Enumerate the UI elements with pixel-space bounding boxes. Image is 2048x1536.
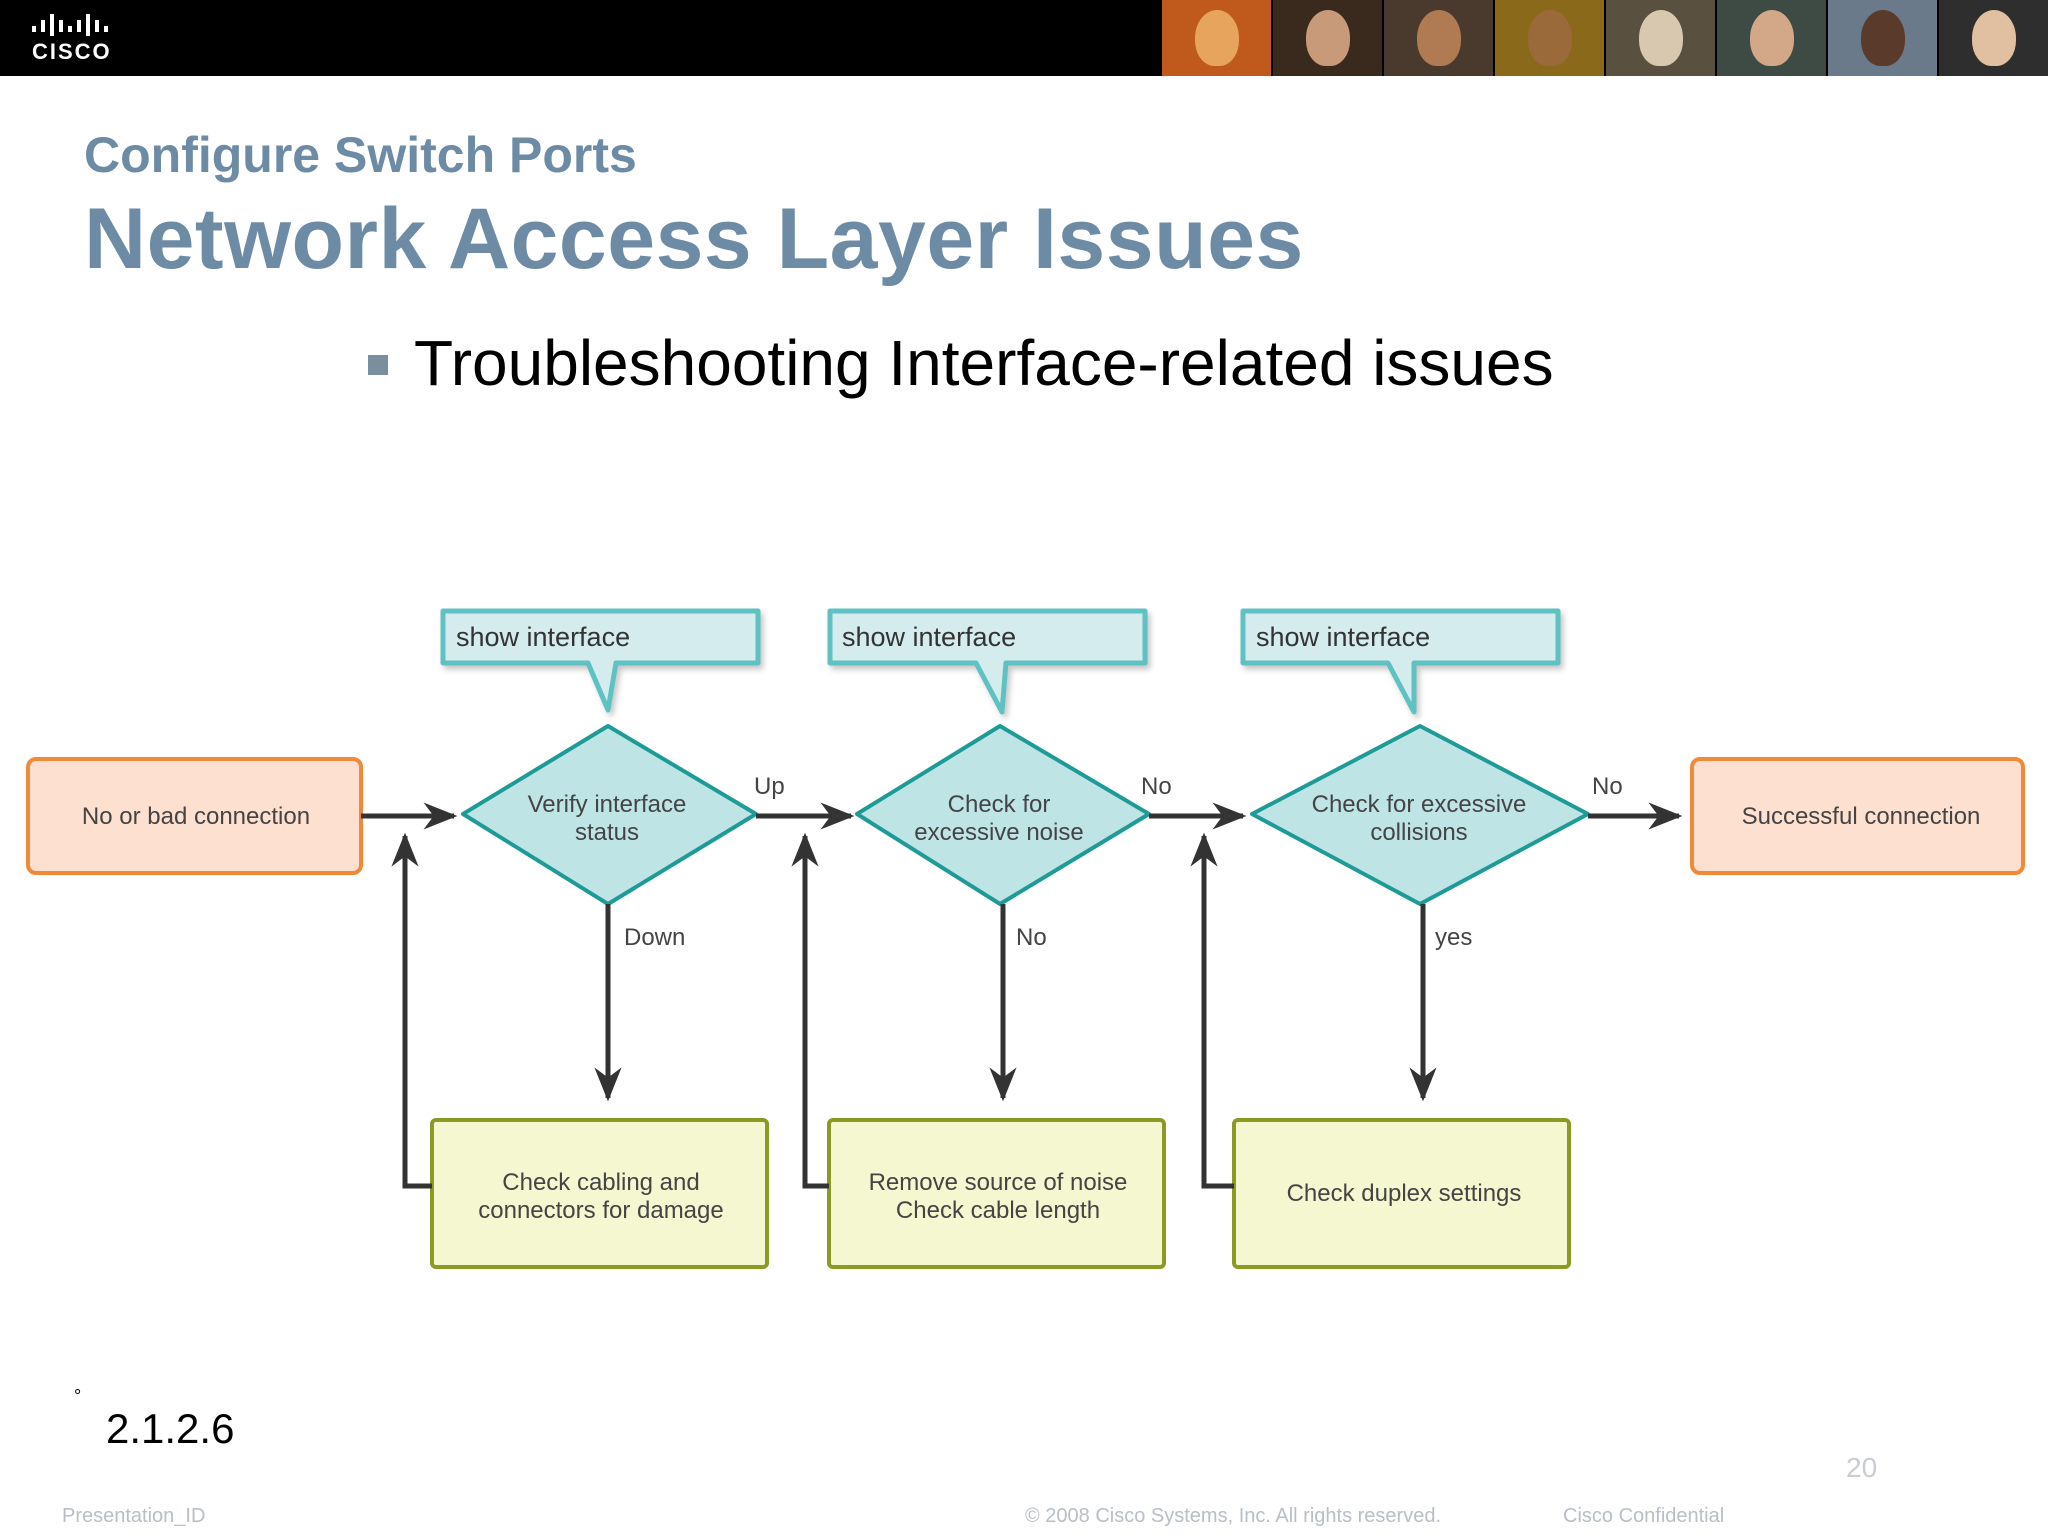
action-remove-noise-source: Remove source of noise Check cable lengt… [827, 1118, 1166, 1269]
header-photo [1160, 0, 1271, 76]
callout-text-3: show interface [1256, 622, 1430, 652]
action-2-line1: Remove source of noise [869, 1169, 1128, 1196]
callout-show-interface-2 [827, 608, 1148, 715]
decision-2-line1: Check for [948, 791, 1051, 818]
flow-return-arrow-3 [1190, 832, 1234, 1189]
slide-reference: 2.1.2.6 [106, 1405, 235, 1452]
header-photo [1271, 0, 1382, 76]
decision-check-excessive-collisions: Check for excessive collisions [1250, 724, 1590, 906]
header-photo [1493, 0, 1604, 76]
slide-title: Network Access Layer Issues [84, 191, 1304, 287]
header-bar: CISCO [0, 0, 2048, 76]
cisco-bars-icon [32, 14, 108, 36]
start-terminal: No or bad connection [26, 757, 363, 875]
footer-presentation-id: Presentation_ID [62, 1505, 206, 1527]
branch-label-d2-down: No [1016, 924, 1047, 951]
page-number: 20 [1846, 1452, 1878, 1483]
logo-text: CISCO [32, 39, 112, 64]
decision-1-line2: status [575, 819, 639, 846]
flow-return-arrow-1 [391, 832, 432, 1189]
action-check-cabling: Check cabling and connectors for damage [430, 1118, 769, 1269]
header-photo [1937, 0, 2048, 76]
action-1-line2: connectors for damage [478, 1197, 723, 1224]
small-mark: ° [74, 1386, 82, 1406]
footer-copyright: © 2008 Cisco Systems, Inc. All rights re… [1025, 1505, 1442, 1527]
branch-label-d1-right: Up [754, 773, 785, 800]
branch-label-d3-down: yes [1435, 924, 1472, 951]
header-photo [1382, 0, 1493, 76]
cisco-logo: CISCO [28, 14, 128, 64]
flow-return-arrow-2 [791, 832, 829, 1189]
bullet-marker-icon [368, 355, 388, 375]
decision-2-line2: excessive noise [914, 819, 1083, 846]
header-photo [1715, 0, 1826, 76]
bullet-text: Troubleshooting Interface-related issues [414, 327, 1554, 399]
branch-label-d2-right: No [1141, 773, 1172, 800]
end-terminal: Successful connection [1690, 757, 2025, 875]
start-terminal-label: No or bad connection [82, 803, 310, 830]
branch-label-d1-down: Down [624, 924, 685, 951]
callout-text-2: show interface [842, 622, 1016, 652]
decision-1-line1: Verify interface [528, 791, 687, 818]
decision-check-excessive-noise: Check for excessive noise [855, 724, 1151, 906]
header-photo [1826, 0, 1937, 76]
header-photo [1604, 0, 1715, 76]
footer-confidential: Cisco Confidential [1563, 1505, 1725, 1527]
action-check-duplex: Check duplex settings [1232, 1118, 1571, 1269]
callout-text-1: show interface [456, 622, 630, 652]
action-2-line2: Check cable length [896, 1197, 1100, 1224]
end-terminal-label: Successful connection [1742, 803, 1981, 830]
action-3-line1: Check duplex settings [1287, 1180, 1522, 1207]
decision-3-line2: collisions [1370, 819, 1467, 846]
decision-3-line1: Check for excessive [1312, 791, 1527, 818]
decision-verify-interface-status: Verify interface status [461, 724, 758, 906]
branch-label-d3-right: No [1592, 773, 1623, 800]
photo-strip [1160, 0, 2048, 76]
callout-show-interface-1 [440, 608, 761, 713]
callout-show-interface-3 [1240, 608, 1561, 715]
action-1-line1: Check cabling and [502, 1169, 699, 1196]
slide-subtitle: Configure Switch Ports [84, 127, 637, 183]
